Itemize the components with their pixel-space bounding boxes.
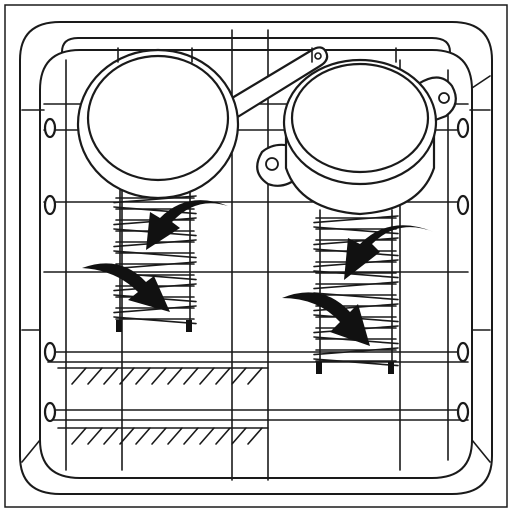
hatch-stroke xyxy=(135,367,151,385)
hatch-stroke xyxy=(87,427,103,445)
hatch-stroke xyxy=(135,427,151,445)
hatch-stroke xyxy=(167,367,183,385)
hatch-stroke xyxy=(199,427,215,445)
hatch-stroke xyxy=(103,427,119,445)
rack-tine xyxy=(113,316,197,325)
rack-tine xyxy=(313,358,399,367)
rack-tine xyxy=(313,237,399,246)
hatch-stroke xyxy=(183,427,199,445)
rack-tine xyxy=(313,215,399,224)
fold-down-arrow-icon xyxy=(146,200,228,250)
basket-grid-hatching xyxy=(57,367,269,445)
roller-wheel-icon xyxy=(456,341,470,363)
hatch-stroke xyxy=(119,367,135,385)
roller-wheel-icon xyxy=(456,117,470,139)
hatch-stroke xyxy=(231,367,247,385)
rack-tine xyxy=(313,270,399,279)
hatch-stroke xyxy=(119,427,135,445)
rack-tine xyxy=(113,250,197,259)
rack-tine xyxy=(113,195,197,204)
roller-wheel-icon xyxy=(43,401,57,423)
rack-tine xyxy=(113,305,197,314)
hatch-stroke xyxy=(199,367,215,385)
hatch-stroke xyxy=(71,427,87,445)
fold-down-arrow-icon xyxy=(282,292,370,346)
roller-wheel-icon xyxy=(43,194,57,216)
hatch-stroke xyxy=(151,427,167,445)
roller-wheel-icon xyxy=(456,401,470,423)
dishwasher-tub xyxy=(19,21,493,495)
rack-tine xyxy=(313,281,399,290)
hatch-stroke xyxy=(247,367,263,385)
fold-down-arrows xyxy=(82,200,434,346)
fold-down-arrow-icon xyxy=(82,263,170,312)
lower-basket xyxy=(21,29,491,481)
rack-tine xyxy=(113,261,197,270)
saucepan-icon xyxy=(256,58,457,216)
hatch-stroke xyxy=(247,427,263,445)
hatch-stroke xyxy=(231,427,247,445)
hatch-stroke xyxy=(215,367,231,385)
frying-pan-icon xyxy=(76,46,329,200)
hatch-stroke xyxy=(183,367,199,385)
hatch-stroke xyxy=(167,427,183,445)
hatch-stroke xyxy=(215,427,231,445)
hatch-stroke xyxy=(103,367,119,385)
roller-wheels xyxy=(43,117,470,423)
roller-wheel-icon xyxy=(43,341,57,363)
fold-down-arrow-icon xyxy=(344,225,434,280)
roller-wheel-icon xyxy=(43,117,57,139)
basket-posts xyxy=(117,47,397,63)
hatch-stroke xyxy=(71,367,87,385)
hatch-stroke xyxy=(151,367,167,385)
folding-plate-rack-right xyxy=(313,209,399,374)
figure-frame xyxy=(4,4,508,508)
hatch-stroke xyxy=(87,367,103,385)
rack-tine xyxy=(313,292,399,301)
rack-tine xyxy=(313,347,399,356)
roller-wheel-icon xyxy=(456,194,470,216)
